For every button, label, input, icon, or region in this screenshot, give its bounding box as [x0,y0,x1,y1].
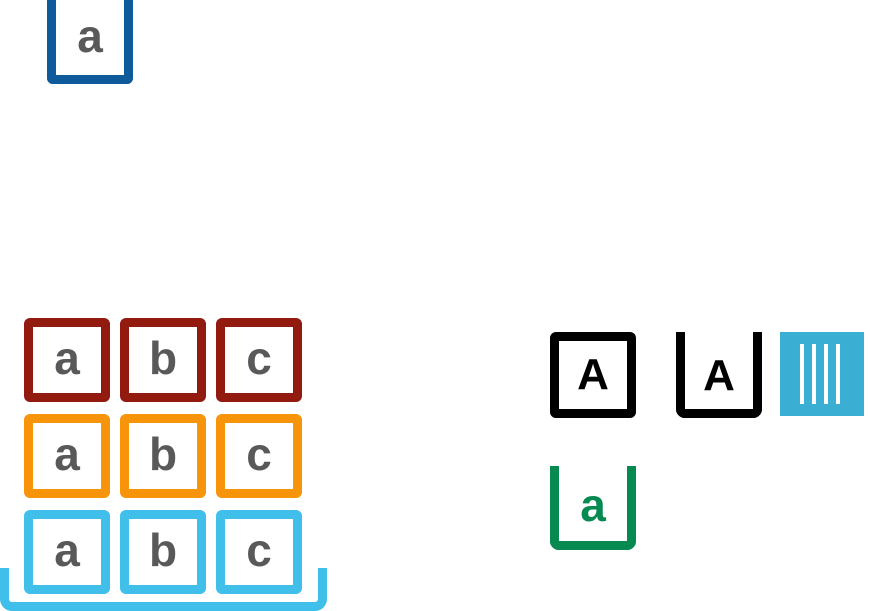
grid-cell-label: c [246,524,272,576]
grid-cell-label: a [54,428,80,480]
grid-cell: b [120,510,206,594]
barred-block-stripe [812,344,816,404]
boxed-letter-label: A [577,350,609,399]
grid-cell: a [24,414,110,498]
grid-cell-label: b [148,524,178,576]
grid-cell: b [120,318,206,402]
grid-cell: c [216,510,302,594]
grid-cell: a [24,318,110,402]
grid-cell-label: c [246,332,272,384]
grid-cell-label: a [54,332,80,384]
barred-block-stripe [824,344,828,404]
single-letter-label: a [77,9,103,62]
grid-cell-label: a [54,524,80,576]
grid-cell: b [120,414,206,498]
barred-block-stripe [800,344,804,404]
barred-block-stripe [836,344,840,404]
open-cup-letter: A [676,332,762,418]
open-cup-letter-label: A [703,350,735,400]
single-letter-box: a [47,0,133,84]
boxed-letter: A [550,332,636,418]
grid-cell-label: b [148,428,178,480]
grid-cell-label: b [148,332,178,384]
grid-cell: c [216,414,302,498]
grid-tray [0,568,327,611]
green-cup-letter-label: a [580,478,606,531]
grid-cell: c [216,318,302,402]
barred-block [780,332,864,416]
green-cup-letter: a [550,466,636,550]
grid-cell: a [24,510,110,594]
grid-cell-label: c [246,428,272,480]
